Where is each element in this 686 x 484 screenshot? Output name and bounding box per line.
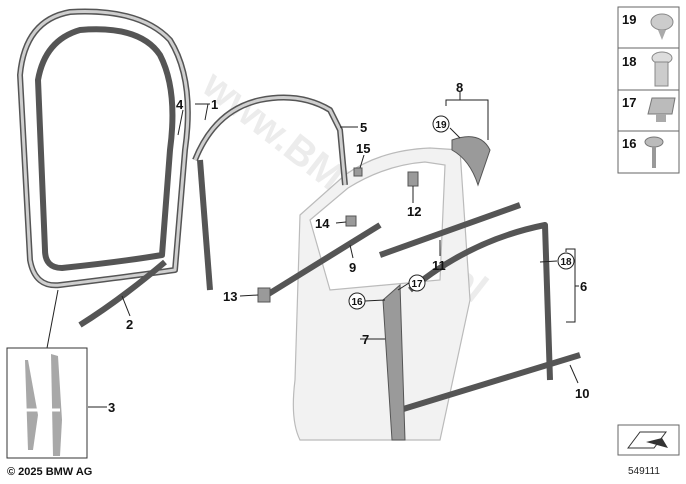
clip-nut-icon bbox=[647, 97, 676, 122]
callout-7: 7 bbox=[362, 332, 369, 347]
clip-icon bbox=[650, 13, 674, 40]
legend-number-18: 18 bbox=[622, 54, 636, 69]
nut bbox=[353, 167, 363, 177]
rubber-buffer bbox=[257, 287, 271, 303]
outer-window-strip bbox=[378, 202, 522, 258]
callout-9: 9 bbox=[349, 260, 356, 275]
leader-lines bbox=[46, 92, 579, 408]
callout-5: 5 bbox=[360, 120, 367, 135]
expanding-rivet-icon bbox=[651, 51, 673, 87]
svg-text:16: 16 bbox=[351, 297, 363, 308]
clip bbox=[345, 215, 357, 227]
callout-16: 16 bbox=[348, 292, 366, 310]
callout-1: 1 bbox=[211, 97, 218, 112]
window-frame-seal bbox=[192, 94, 348, 291]
callout-18: 18 bbox=[557, 252, 575, 270]
copyright: © 2025 BMW AG bbox=[7, 466, 92, 478]
orientation-arrow-icon bbox=[617, 424, 680, 456]
lower-strip-seal bbox=[399, 352, 581, 413]
callout-14: 14 bbox=[315, 216, 330, 231]
seal-detail-box bbox=[6, 347, 88, 459]
b-pillar-trim bbox=[382, 283, 406, 441]
callout-2: 2 bbox=[126, 317, 133, 332]
door-seal-inner bbox=[35, 26, 176, 271]
guide-clip bbox=[407, 171, 419, 187]
callout-10: 10 bbox=[575, 386, 589, 401]
window-channel-strip bbox=[260, 222, 382, 301]
window-guide-seal bbox=[408, 222, 553, 381]
callout-11: 11 bbox=[432, 258, 446, 273]
callout-15: 15 bbox=[356, 141, 370, 156]
callout-3: 3 bbox=[108, 400, 115, 415]
legend-number-17: 17 bbox=[622, 95, 636, 110]
door-seal-outer bbox=[17, 8, 191, 289]
fastener-legend: 19 18 17 16 bbox=[617, 6, 680, 174]
callout-17: 17 bbox=[408, 274, 426, 292]
callout-4: 4 bbox=[176, 97, 184, 112]
svg-text:17: 17 bbox=[411, 279, 423, 290]
sill-seal bbox=[78, 259, 167, 328]
legend-number-16: 16 bbox=[622, 136, 636, 151]
svg-text:19: 19 bbox=[435, 120, 447, 131]
callout-19: 19 bbox=[432, 115, 450, 133]
callout-13: 13 bbox=[223, 289, 237, 304]
screw-icon bbox=[644, 136, 664, 168]
callout-8: 8 bbox=[456, 80, 463, 95]
corner-trim bbox=[451, 136, 491, 187]
legend-number-19: 19 bbox=[622, 12, 636, 27]
diagram-number: 549111 bbox=[628, 466, 660, 477]
callout-6: 6 bbox=[580, 279, 587, 294]
callout-12: 12 bbox=[407, 204, 421, 219]
svg-text:18: 18 bbox=[560, 257, 572, 268]
